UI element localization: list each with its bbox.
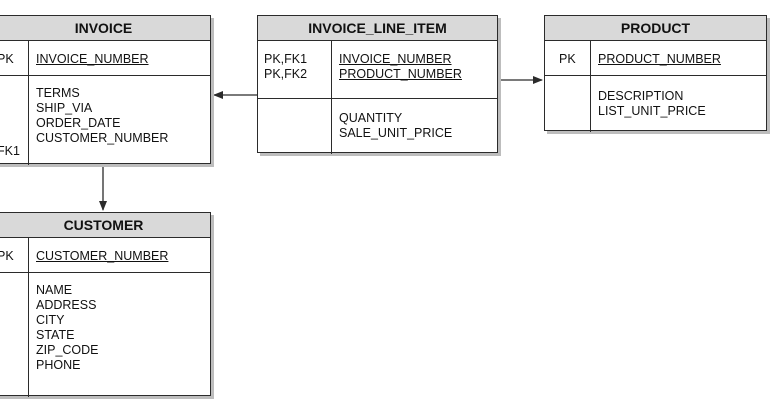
pk-key-label: PK	[0, 249, 14, 263]
attribute: LIST_UNIT_PRICE	[598, 104, 706, 118]
fk-key-label: FK1	[0, 144, 20, 158]
entity-customer: CUSTOMER PK CUSTOMER_NUMBER NAME ADDRESS…	[0, 212, 211, 397]
attribute-column: CUSTOMER_NUMBER NAME ADDRESS CITY STATE …	[29, 238, 210, 397]
attribute: CITY	[36, 313, 65, 327]
attribute: ADDRESS	[36, 298, 97, 312]
attribute-column: PRODUCT_NUMBER DESCRIPTION LIST_UNIT_PRI…	[591, 41, 766, 132]
pk-attribute: CUSTOMER_NUMBER	[36, 249, 169, 263]
key-divider	[545, 75, 766, 76]
pk-attribute: PRODUCT_NUMBER	[598, 52, 721, 66]
entity-invoice: INVOICE PK FK1 INVOICE_NUMBER TERMS SHIP…	[0, 15, 211, 165]
pk-attribute: PRODUCT_NUMBER	[339, 67, 462, 81]
attribute-list: QUANTITY SALE_UNIT_PRICE	[332, 111, 452, 141]
pk-key-label: PK	[0, 52, 14, 66]
attribute: SHIP_VIA	[36, 101, 93, 115]
attribute-list: TERMS SHIP_VIA ORDER_DATE CUSTOMER_NUMBE…	[29, 86, 168, 146]
entity-title: INVOICE_LINE_ITEM	[258, 16, 497, 41]
entity-product: PRODUCT PK PRODUCT_NUMBER DESCRIPTION LI…	[544, 15, 767, 132]
attribute: ORDER_DATE	[36, 116, 121, 130]
attribute-column: INVOICE_NUMBER PRODUCT_NUMBER QUANTITY S…	[332, 41, 497, 154]
entity-title: CUSTOMER	[0, 213, 210, 238]
attribute-list: NAME ADDRESS CITY STATE ZIP_CODE PHONE	[29, 283, 99, 373]
attribute-column: INVOICE_NUMBER TERMS SHIP_VIA ORDER_DATE…	[29, 41, 210, 165]
attribute: ZIP_CODE	[36, 343, 99, 357]
pk-attribute-list: INVOICE_NUMBER PRODUCT_NUMBER	[332, 52, 462, 82]
key-column: PK,FK1 PK,FK2	[258, 41, 332, 154]
entity-body: PK PRODUCT_NUMBER DESCRIPTION LIST_UNIT_…	[545, 41, 766, 132]
attribute: PHONE	[36, 358, 81, 372]
entity-title: INVOICE	[0, 16, 210, 41]
entity-body: PK,FK1 PK,FK2 INVOICE_NUMBER PRODUCT_NUM…	[258, 41, 497, 154]
attribute: CUSTOMER_NUMBER	[36, 131, 169, 145]
key-divider	[0, 75, 210, 76]
pk-attribute: INVOICE_NUMBER	[36, 52, 149, 66]
pk-attribute: INVOICE_NUMBER	[339, 52, 452, 66]
pk-key-label: PK	[559, 52, 576, 66]
entity-body: PK FK1 INVOICE_NUMBER TERMS SHIP_VIA ORD…	[0, 41, 210, 165]
attribute: STATE	[36, 328, 75, 342]
entity-invoice-line-item: INVOICE_LINE_ITEM PK,FK1 PK,FK2 INVOICE_…	[257, 15, 498, 154]
key-column: PK	[545, 41, 591, 132]
attribute-list: DESCRIPTION LIST_UNIT_PRICE	[591, 89, 706, 119]
pk-key-label: PK,FK2	[264, 67, 308, 81]
attribute: SALE_UNIT_PRICE	[339, 126, 453, 140]
attribute: TERMS	[36, 86, 80, 100]
attribute: NAME	[36, 283, 73, 297]
key-column: PK	[0, 238, 29, 397]
pk-key-label: PK,FK1	[264, 52, 308, 66]
key-divider	[258, 98, 497, 99]
key-column: PK FK1	[0, 41, 29, 165]
entity-title: PRODUCT	[545, 16, 766, 41]
key-divider	[0, 272, 210, 273]
attribute: QUANTITY	[339, 111, 403, 125]
attribute: DESCRIPTION	[598, 89, 684, 103]
pk-key-list: PK,FK1 PK,FK2	[264, 52, 307, 82]
entity-body: PK CUSTOMER_NUMBER NAME ADDRESS CITY STA…	[0, 238, 210, 397]
